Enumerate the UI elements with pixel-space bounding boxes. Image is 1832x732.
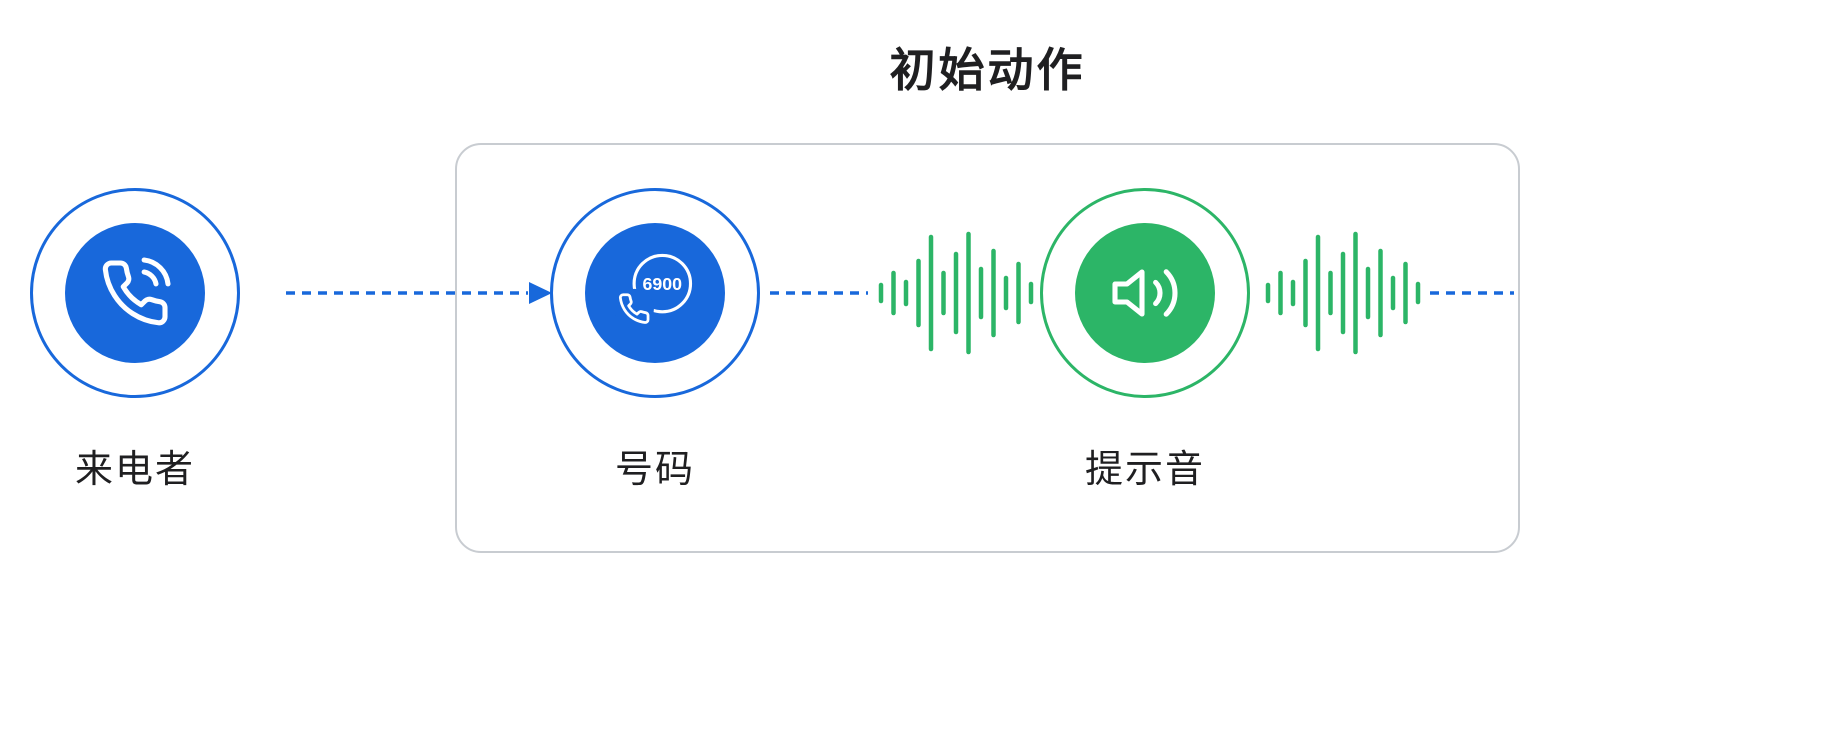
node-number-circle: 6900 bbox=[585, 223, 725, 363]
node-prompt-ring bbox=[1040, 188, 1250, 398]
diagram-title: 初始动作 bbox=[889, 44, 1086, 96]
node-prompt-tone[interactable] bbox=[1040, 188, 1250, 398]
number-badge: 6900 bbox=[643, 274, 683, 294]
node-caller-label: 来电者 bbox=[74, 449, 195, 491]
initial-action-box bbox=[455, 143, 1520, 553]
node-caller[interactable] bbox=[30, 188, 240, 398]
node-number-label: 号码 bbox=[614, 449, 695, 491]
node-caller-circle bbox=[65, 223, 205, 363]
node-prompt-label: 提示音 bbox=[1084, 449, 1205, 491]
phone-number-icon: 6900 bbox=[614, 253, 693, 329]
phone-call-icon bbox=[102, 257, 171, 326]
icon-mask bbox=[614, 288, 654, 329]
node-number-ring: 6900 bbox=[550, 188, 760, 398]
node-number[interactable]: 6900 bbox=[550, 188, 760, 398]
speaker-icon bbox=[1112, 269, 1178, 317]
node-prompt-circle bbox=[1075, 223, 1215, 363]
node-caller-ring bbox=[30, 188, 240, 398]
